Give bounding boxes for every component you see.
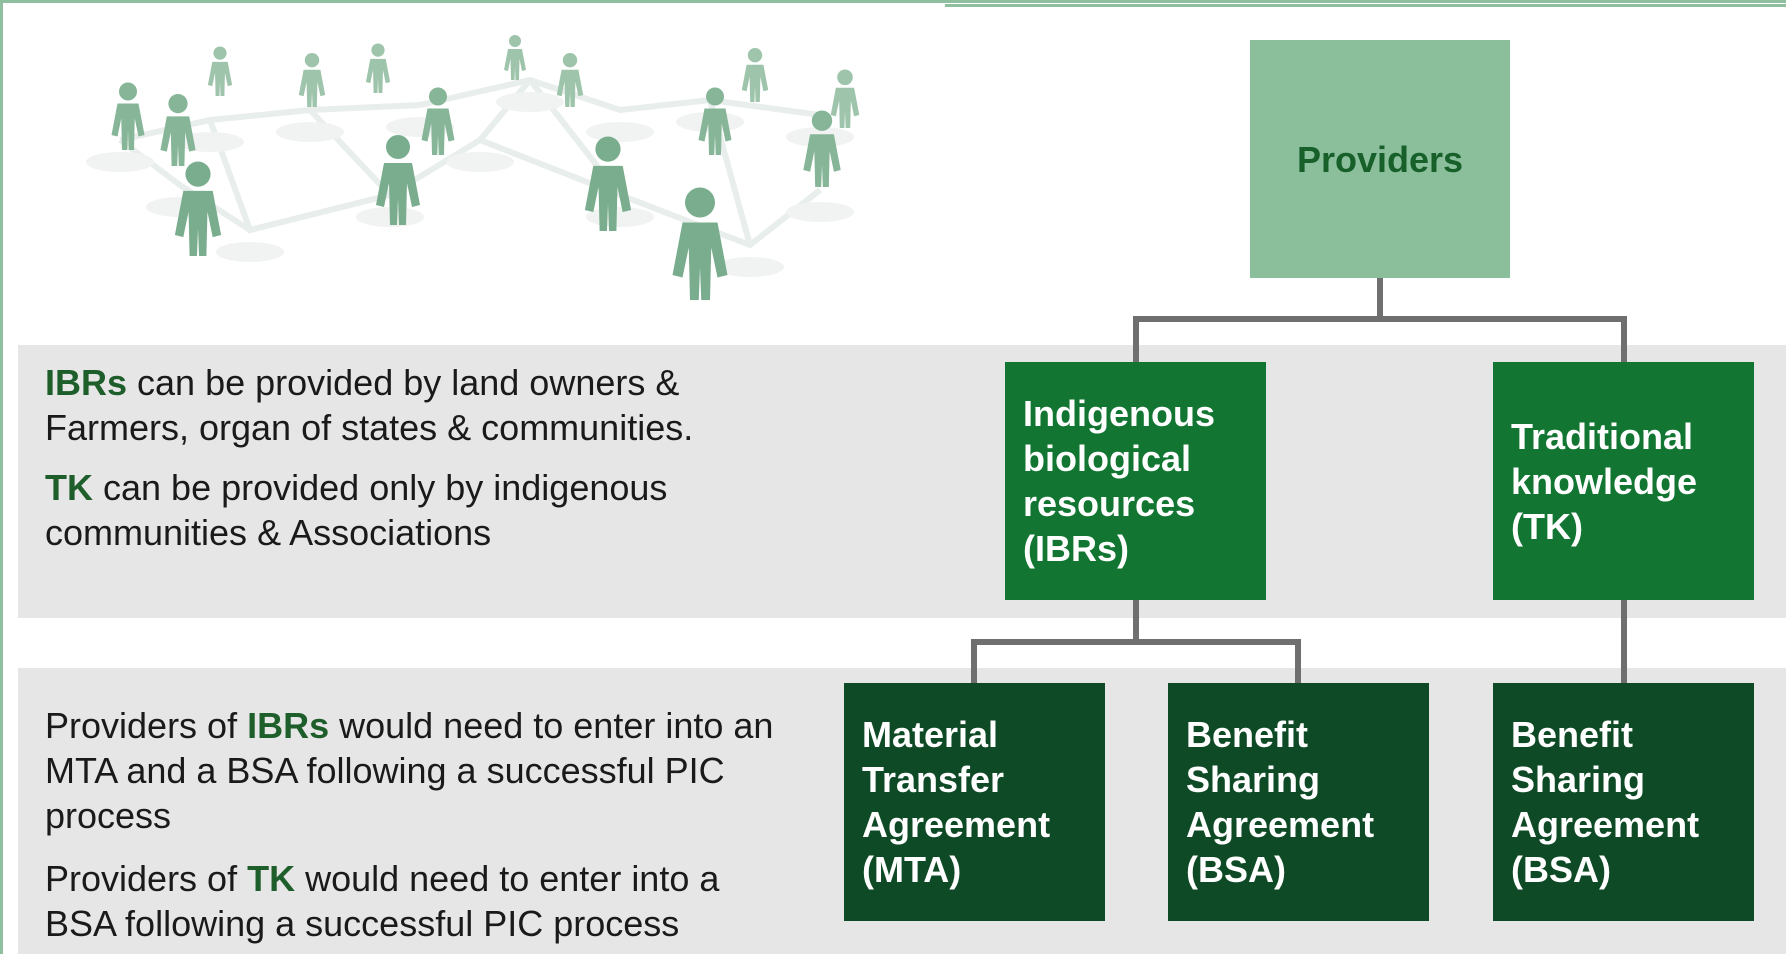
top-info-band [18, 345, 1786, 618]
ibr-keyword: IBRs [45, 362, 128, 403]
bsa-ibr-label-line: (BSA) [1186, 849, 1286, 890]
tk-provider-text: can be provided only by indigenous commu… [45, 467, 668, 553]
tk-agreement-note: Providers of TK would need to enter into… [45, 856, 785, 946]
tk-keyword: TK [45, 467, 93, 508]
tk-label-line: knowledge [1511, 460, 1698, 502]
tk-agreement-pre: Providers of [45, 858, 248, 899]
tk-label-line: Traditional [1511, 415, 1694, 457]
ibr-agreement-text: would need to enter into an MTA and a BS… [45, 705, 774, 836]
top-border-accent [945, 4, 1786, 7]
bsa-tk-box: Benefit Sharing Agreement (BSA) [1493, 683, 1754, 921]
ibr-agreement-pre: Providers of [45, 705, 248, 746]
providers-box: Providers [1250, 40, 1510, 278]
bsa-tk-label-line: Benefit [1511, 714, 1634, 755]
bsa-tk-label-line: Sharing [1511, 759, 1646, 800]
ibr-keyword-2: IBRs [247, 705, 330, 746]
bsa-tk-label-line: Agreement [1511, 804, 1700, 845]
mta-box: Material Transfer Agreement (MTA) [844, 683, 1105, 921]
bsa-ibr-label-line: Sharing [1186, 759, 1321, 800]
bsa-ibr-label-line: Benefit [1186, 714, 1309, 755]
top-border [0, 0, 1786, 3]
bsa-ibr-box: Benefit Sharing Agreement (BSA) [1168, 683, 1429, 921]
ibr-label-line: resources [1023, 483, 1196, 524]
mta-label-line: Agreement [862, 804, 1051, 845]
ibr-provider-note: IBRs can be provided by land owners & Fa… [45, 360, 765, 450]
tk-box: Traditional knowledge (TK) [1493, 362, 1754, 600]
tk-provider-note: TK can be provided only by indigenous co… [45, 465, 765, 555]
ibr-label-line: biological [1023, 438, 1192, 479]
people-network-icon [86, 35, 860, 300]
ibr-label-line: (IBRs) [1023, 528, 1129, 569]
left-border [0, 0, 3, 954]
tk-keyword-2: TK [247, 858, 296, 899]
ibr-provider-text: can be provided by land owners & Farmers… [45, 362, 694, 448]
tk-label-line: (TK) [1511, 505, 1583, 547]
ibr-agreement-note: Providers of IBRs would need to enter in… [45, 703, 785, 838]
tk-agreement-text: would need to enter into a BSA following… [45, 858, 720, 944]
providers-label: Providers [1296, 138, 1464, 180]
mta-label-line: Transfer [862, 759, 1005, 800]
ibr-box: Indigenous biological resources (IBRs) [1005, 362, 1266, 600]
ibr-label-line: Indigenous [1023, 393, 1215, 434]
bsa-ibr-label-line: Agreement [1186, 804, 1375, 845]
mta-label-line: Material [862, 714, 999, 755]
bsa-tk-label-line: (BSA) [1511, 849, 1611, 890]
mta-label-line: (MTA) [862, 849, 962, 890]
top-description: IBRs can be provided by land owners & Fa… [45, 360, 765, 555]
bottom-description: Providers of IBRs would need to enter in… [45, 703, 785, 946]
